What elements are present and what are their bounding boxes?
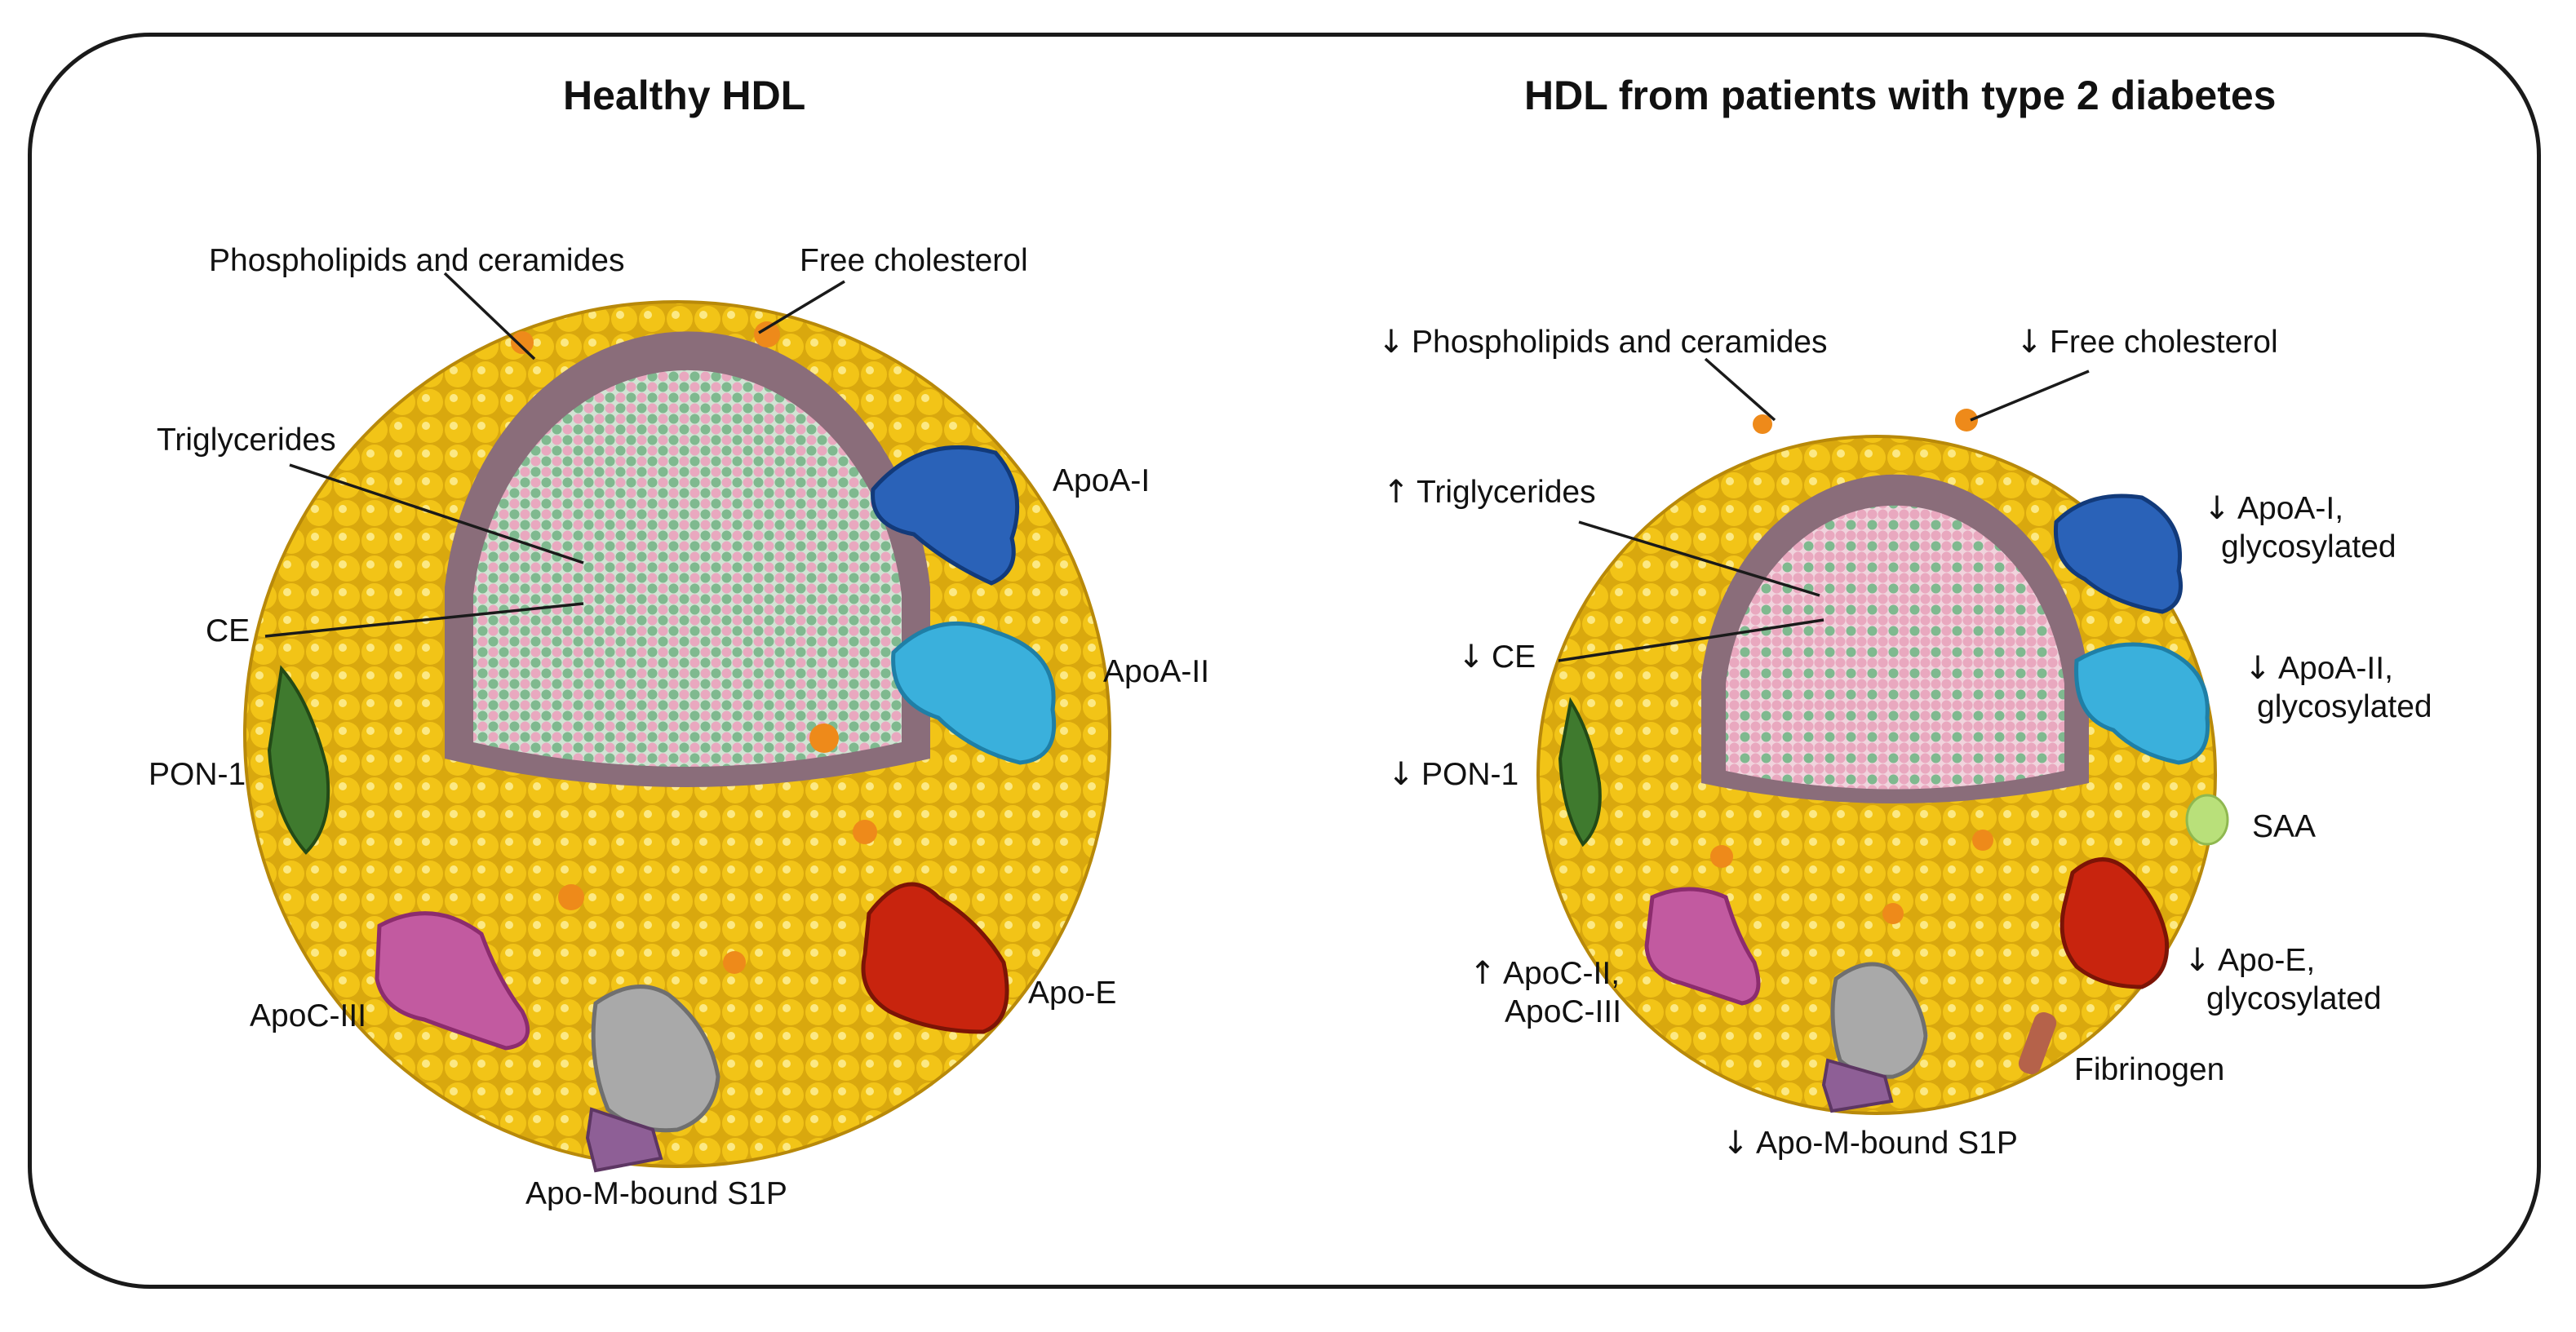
down-arrow-icon: ↓ — [2015, 324, 2043, 361]
diabetes-apoa1-protein — [2053, 493, 2183, 614]
diabetes-apoc-protein — [1644, 887, 1761, 1006]
diabetes-apoe-line2: glycosylated — [2206, 981, 2382, 1016]
healthy-label-apoe: Apo-E — [1028, 976, 1117, 1011]
diabetes-apoe-line1: Apo-E, — [2218, 943, 2316, 978]
diabetes-ce-text: CE — [1492, 639, 1536, 675]
healthy-label-apoc3: ApoC-III — [250, 998, 367, 1033]
diabetes-fibrinogen-protein — [2018, 1011, 2057, 1075]
diabetes-leader-lines — [1558, 357, 2090, 662]
diabetes-apoc-line2: ApoC-III — [1505, 994, 1622, 1029]
orange-spot — [1972, 830, 1993, 851]
healthy-s1p — [585, 1107, 663, 1173]
diabetes-apoe-protein — [2059, 857, 2170, 989]
healthy-apom-protein — [591, 985, 720, 1133]
healthy-label-apom-s1p: Apo-M-bound S1P — [525, 1176, 787, 1211]
healthy-label-free-cholesterol: Free cholesterol — [800, 243, 1028, 278]
diabetes-label-free-cholesterol: ↓Free cholesterol — [2015, 323, 2278, 361]
healthy-apoc3-protein — [375, 911, 530, 1051]
diabetes-apoa1-line2: glycosylated — [2221, 529, 2396, 564]
down-arrow-icon: ↓ — [1457, 639, 1485, 675]
diabetes-apoa2-line1: ApoA-II, — [2278, 651, 2393, 686]
diabetes-apom-protein — [1830, 962, 1928, 1079]
diabetes-apoa1-line1: ApoA-I, — [2237, 491, 2344, 526]
diabetes-pon1-protein — [1558, 697, 1602, 847]
orange-spot — [1955, 409, 1978, 431]
diabetes-label-apom-s1p: ↓Apo-M-bound S1P — [1722, 1124, 2018, 1162]
diabetes-label-apoc: ↑ApoC-II, ApoC-III — [1469, 954, 1621, 1031]
orange-spot — [558, 884, 584, 910]
diabetes-title: HDL from patients with type 2 diabetes — [1524, 73, 2277, 118]
healthy-core — [473, 370, 902, 767]
healthy-pon1-protein — [267, 665, 330, 855]
diabetes-saa-protein — [2185, 794, 2229, 846]
healthy-label-pon1: PON-1 — [149, 757, 246, 792]
diabetes-label-ce: ↓CE — [1457, 638, 1536, 676]
down-arrow-icon: ↓ — [1377, 324, 1405, 361]
diabetes-label-apoe: ↓Apo-E, glycosylated — [2184, 941, 2382, 1018]
healthy-label-apoa2: ApoA-II — [1103, 654, 1210, 689]
healthy-title: Healthy HDL — [563, 73, 806, 118]
orange-spot — [1753, 414, 1772, 434]
orange-spot — [1882, 903, 1904, 924]
healthy-label-apoa1: ApoA-I — [1053, 463, 1151, 498]
diabetes-apom-s1p-text: Apo-M-bound S1P — [1756, 1126, 2018, 1161]
orange-spot — [853, 820, 877, 844]
diabetes-label-apoa2: ↓ApoA-II, glycosylated — [2244, 649, 2432, 726]
diabetes-label-phospholipids: ↓Phospholipids and ceramides — [1377, 323, 1828, 361]
orange-spot — [723, 951, 746, 974]
healthy-label-phospholipids: Phospholipids and ceramides — [209, 243, 625, 278]
down-arrow-icon: ↓ — [2184, 942, 2211, 979]
diabetes-triglycerides-text: Triglycerides — [1417, 475, 1596, 510]
orange-spot — [754, 321, 780, 347]
diabetes-free-cholesterol-text: Free cholesterol — [2050, 325, 2278, 360]
healthy-label-triglycerides: Triglycerides — [157, 423, 336, 458]
diabetes-core — [1726, 505, 2064, 790]
diabetes-phospholipids-text: Phospholipids and ceramides — [1412, 325, 1828, 360]
healthy-label-ce: CE — [206, 613, 251, 648]
diabetes-label-apoa1: ↓ApoA-I, glycosylated — [2203, 489, 2396, 566]
healthy-apoa1-protein — [871, 445, 1020, 586]
down-arrow-icon: ↓ — [2244, 650, 2272, 687]
down-arrow-icon: ↓ — [1387, 756, 1415, 793]
orange-spot — [809, 724, 839, 753]
diabetes-pon1-text: PON-1 — [1421, 757, 1519, 792]
healthy-hdl-particle — [243, 300, 1111, 1173]
diabetes-hdl-particle — [1536, 409, 2229, 1115]
diabetes-label-saa: SAA — [2252, 809, 2317, 844]
down-arrow-icon: ↓ — [2203, 490, 2231, 527]
diabetes-apoc-line1: ApoC-II, — [1503, 956, 1621, 991]
diabetes-label-pon1: ↓PON-1 — [1387, 755, 1519, 794]
diabetes-apoa2-protein — [2074, 642, 2210, 765]
healthy-leader-lines — [264, 272, 845, 638]
down-arrow-icon: ↓ — [1722, 1125, 1749, 1162]
figure-frame — [28, 33, 2541, 1289]
up-arrow-icon: ↑ — [1469, 955, 1496, 992]
diabetes-label-triglycerides: ↑Triglycerides — [1382, 473, 1596, 511]
healthy-apoa2-protein — [891, 621, 1057, 765]
orange-spot — [511, 331, 534, 354]
orange-spot — [1710, 845, 1733, 868]
up-arrow-icon: ↑ — [1382, 474, 1410, 511]
diabetes-s1p — [1821, 1058, 1894, 1113]
healthy-apoe-protein — [861, 882, 1009, 1034]
diabetes-apoa2-line2: glycosylated — [2257, 689, 2432, 724]
diabetes-label-fibrinogen: Fibrinogen — [2074, 1052, 2225, 1087]
